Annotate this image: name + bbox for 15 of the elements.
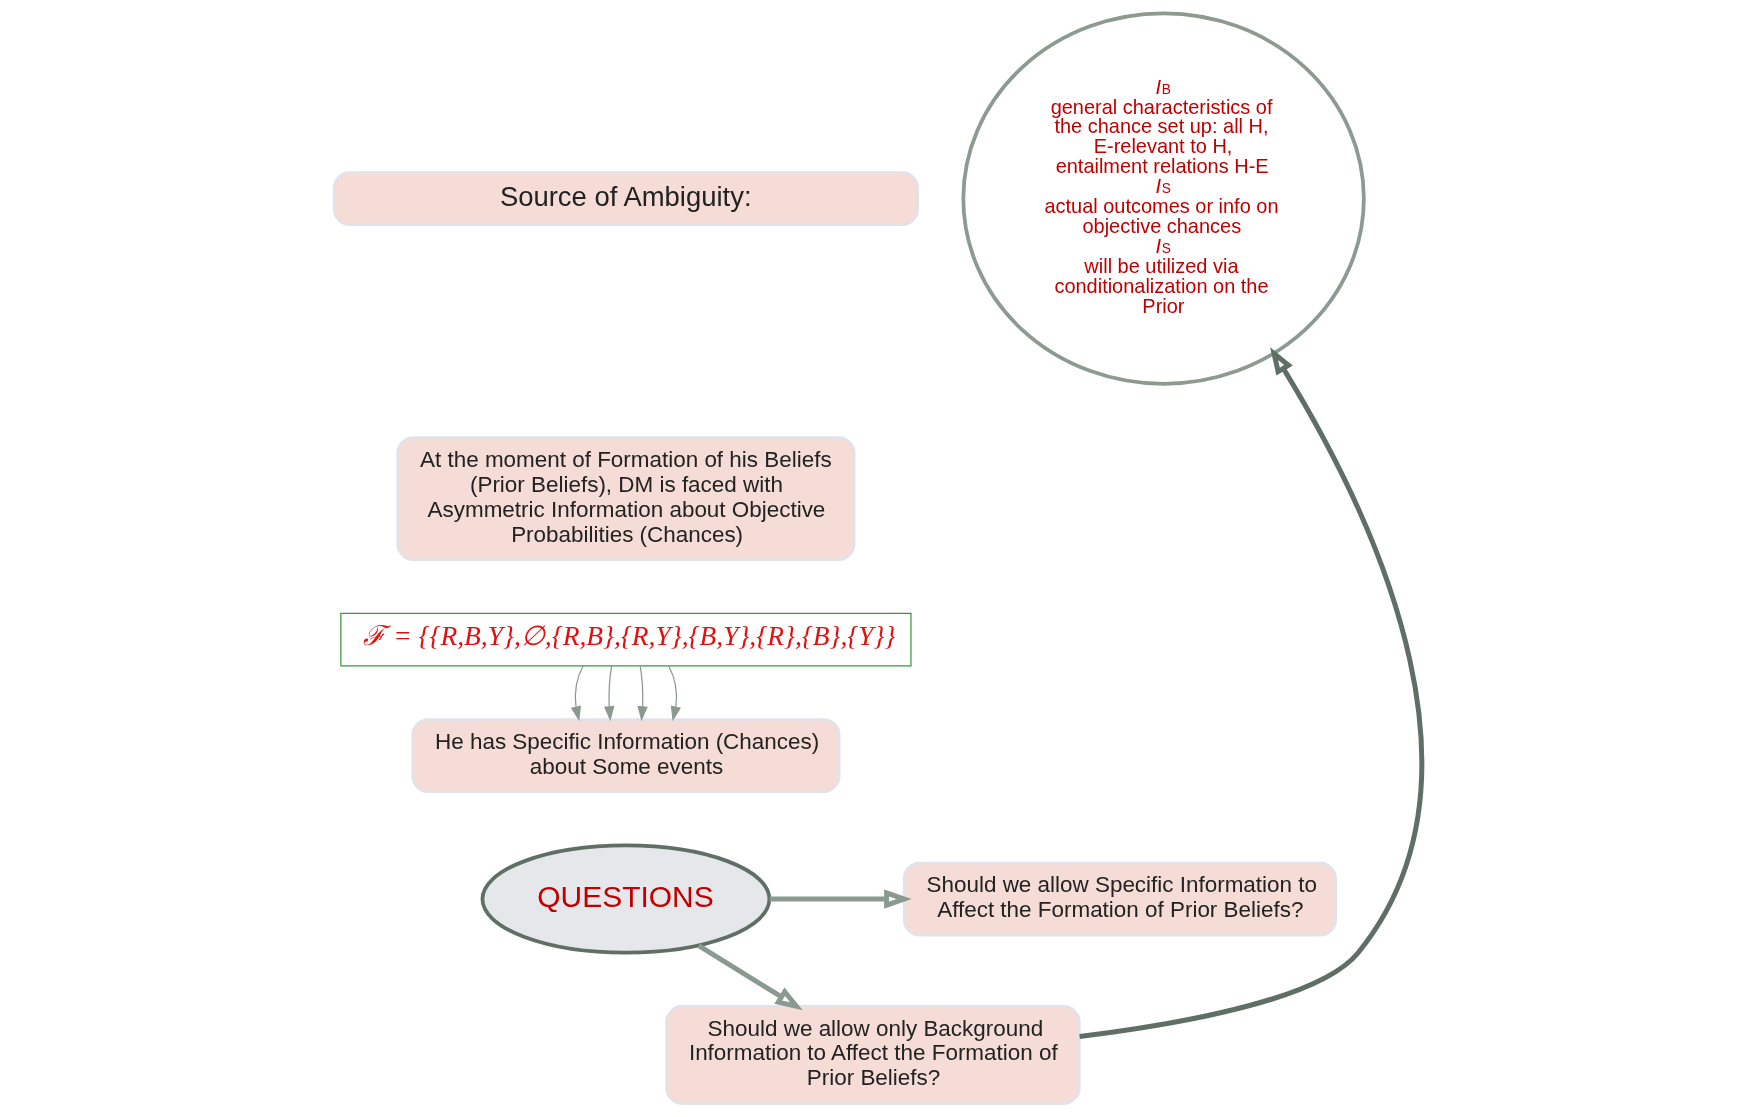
node-ellipse: QUESTIONS: [480, 843, 772, 955]
arrow: [1079, 347, 1425, 1039]
node-box: Should we allow only Background Information to Affect the Formation of Prior Beliefs?: [665, 1005, 1081, 1105]
arrow: [697, 943, 803, 1011]
arrow: [570, 665, 584, 722]
arrow: [769, 889, 912, 909]
arrow: [604, 665, 615, 722]
arrow: [637, 665, 648, 722]
node-box: He has Specific Information (Chances) about Some events: [411, 718, 841, 793]
node-box: ℱ = {{R,B,Y},∅,{R,B},{R,Y},{B,Y},{R},{B},{Y}}: [340, 612, 912, 667]
node-box: Source of Ambiguity:: [332, 171, 920, 227]
node-box: At the moment of Formation of his Beliefs (Prior Beliefs), DM is faced with Asymmetric Information about Objective Probabilities (Chances): [396, 436, 856, 561]
node-circle: IB general characteristics of the chance set up: all H, E-relevant to H, entailment relations H-E IS actual outcomes or info on objective chances IS will be utilized via conditionalization on the Prior: [961, 11, 1366, 386]
arrow: [668, 665, 681, 722]
node-box: Should we allow Specific Information to Affect the Formation of Prior Beliefs?: [902, 861, 1337, 937]
